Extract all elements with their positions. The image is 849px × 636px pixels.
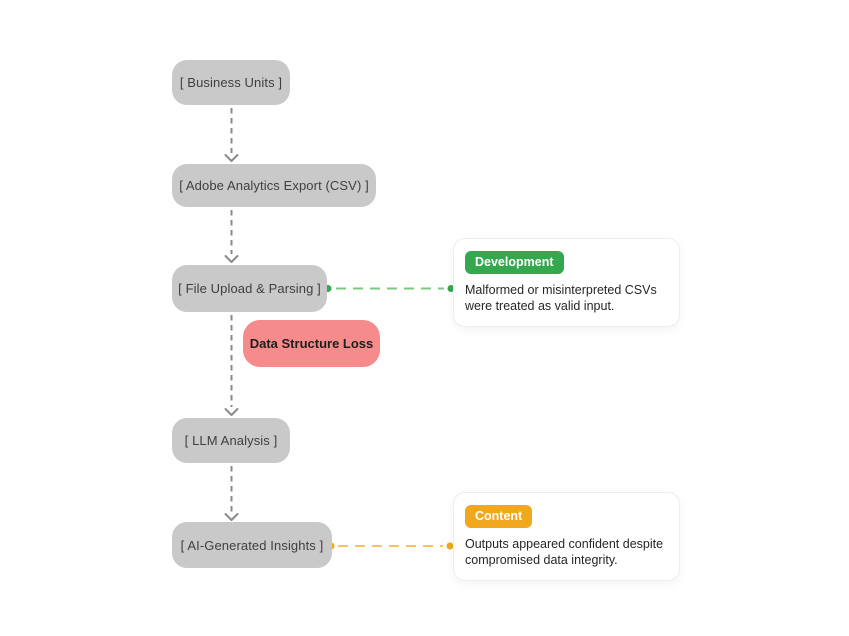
annotation-card-content[interactable]: Content Outputs appeared confident despi… [453, 492, 680, 581]
flow-node-ai-generated-insights[interactable]: [ AI-Generated Insights ] [172, 522, 332, 568]
annotation-text: Malformed or misinterpreted CSVs were tr… [465, 282, 657, 313]
flow-arrow-upload-to-llm [224, 315, 239, 416]
flow-node-label: [ LLM Analysis ] [184, 433, 278, 448]
flow-node-label: [ AI-Generated Insights ] [180, 537, 324, 553]
content-badge: Content [465, 505, 533, 528]
development-badge: Development [465, 251, 564, 274]
flow-node-business-units[interactable]: [ Business Units ] [172, 60, 290, 105]
flow-node-file-upload-parsing[interactable]: [ File Upload & Parsing ] [172, 265, 327, 312]
annotation-text: Outputs appeared confident despite compr… [465, 536, 664, 567]
flow-node-label: [ Adobe Analytics Export (CSV) ] [179, 178, 369, 193]
flow-node-llm-analysis[interactable]: [ LLM Analysis ] [172, 418, 290, 463]
flow-node-adobe-analytics-export[interactable]: [ Adobe Analytics Export (CSV) ] [172, 164, 376, 207]
annotation-connector-content [327, 542, 454, 550]
flow-arrow-business-to-adobe [224, 108, 239, 162]
annotation-connector-development [324, 285, 455, 292]
annotation-card-development[interactable]: Development Malformed or misinterpreted … [453, 238, 680, 327]
flow-arrow-adobe-to-upload [224, 210, 239, 263]
flow-node-label: [ Business Units ] [179, 75, 283, 90]
flow-node-label: [ File Upload & Parsing ] [178, 281, 321, 296]
risk-node-label: Data Structure Loss [249, 336, 374, 351]
flow-arrow-llm-to-insights [224, 466, 239, 521]
risk-node-data-structure-loss[interactable]: Data Structure Loss [243, 320, 380, 367]
